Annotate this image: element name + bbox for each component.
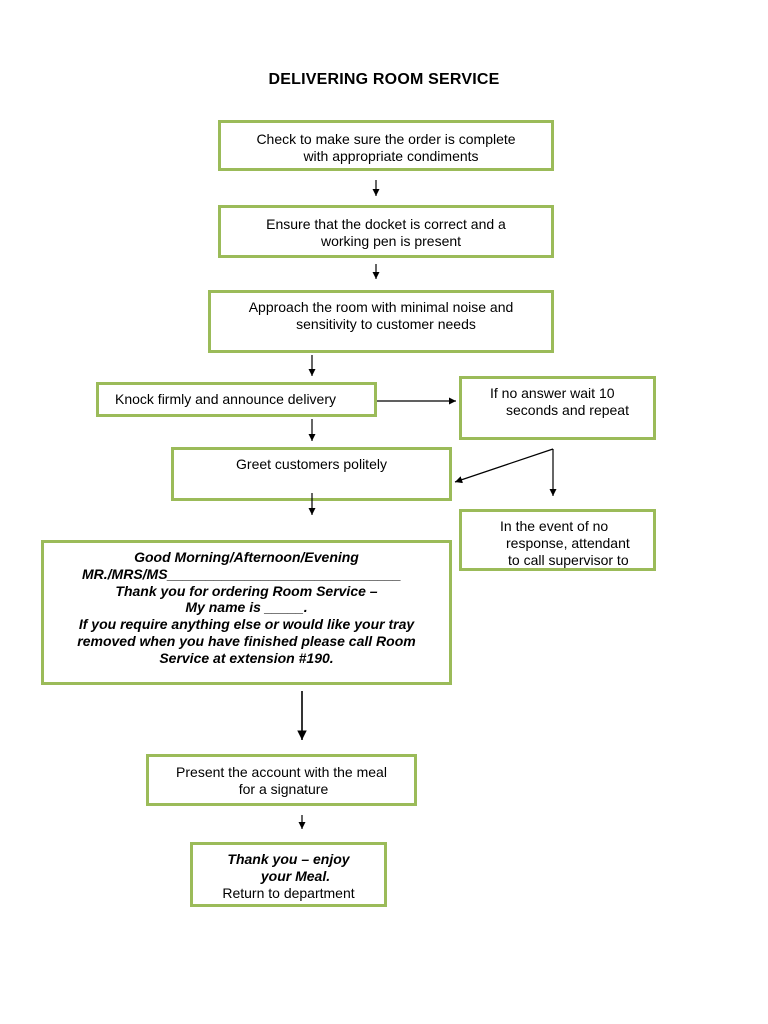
greeting-script: Good Morning/Afternoon/Evening MR./MRS/M… — [41, 540, 452, 685]
step-text: Present the account with the meal — [176, 764, 387, 780]
step-approach: Approach the room with minimal noise and… — [208, 290, 554, 353]
step-text: for a signature — [238, 781, 329, 797]
step-text: response, attendant — [506, 535, 630, 551]
script-line: My name is _____. — [185, 599, 308, 616]
step-text: In the event of no — [500, 518, 609, 534]
step-text: Check to make sure the order is complete — [256, 131, 516, 147]
step-no-answer: If no answer wait 10 seconds and repeat — [459, 376, 656, 440]
step-text: seconds and repeat — [506, 402, 629, 418]
script-line: Service at extension #190. — [159, 649, 334, 666]
step-present-account: Present the account with the meal for a … — [146, 754, 417, 806]
arrow-branch-to-greet — [454, 448, 554, 484]
step-text: Knock firmly and announce delivery — [115, 391, 337, 407]
step-knock: Knock firmly and announce delivery — [96, 382, 377, 417]
script-line: Good Morning/Afternoon/Evening — [134, 549, 359, 565]
step-text: Greet customers politely — [236, 456, 387, 472]
step-text: with appropriate condiments — [303, 148, 479, 164]
step-text: your Meal. — [260, 868, 331, 884]
step-text: sensitivity to customer needs — [296, 316, 476, 332]
step-check-order: Check to make sure the order is complete… — [218, 120, 554, 171]
script-line: removed when you have finished please ca… — [77, 632, 416, 649]
script-line: If you require anything else or would li… — [78, 616, 415, 633]
step-text: Approach the room with minimal noise and — [248, 299, 514, 315]
step-thank-you: Thank you – enjoy your Meal. Return to d… — [190, 842, 387, 907]
step-text: Thank you – enjoy — [227, 851, 350, 867]
step-text: If no answer wait 10 — [490, 385, 615, 401]
step-text: to call supervisor to — [508, 552, 629, 568]
page-title: DELIVERING ROOM SERVICE — [268, 71, 500, 88]
step-text: Ensure that the docket is correct and a — [266, 216, 506, 232]
script-line: Thank you for ordering Room Service – — [115, 582, 378, 599]
step-docket: Ensure that the docket is correct and a … — [218, 205, 554, 258]
step-text: Return to department — [222, 885, 355, 901]
step-no-response: In the event of no response, attendant t… — [459, 509, 656, 571]
script-line: MR./MRS/MS______________________________ — [82, 565, 402, 582]
step-text: working pen is present — [320, 233, 462, 249]
